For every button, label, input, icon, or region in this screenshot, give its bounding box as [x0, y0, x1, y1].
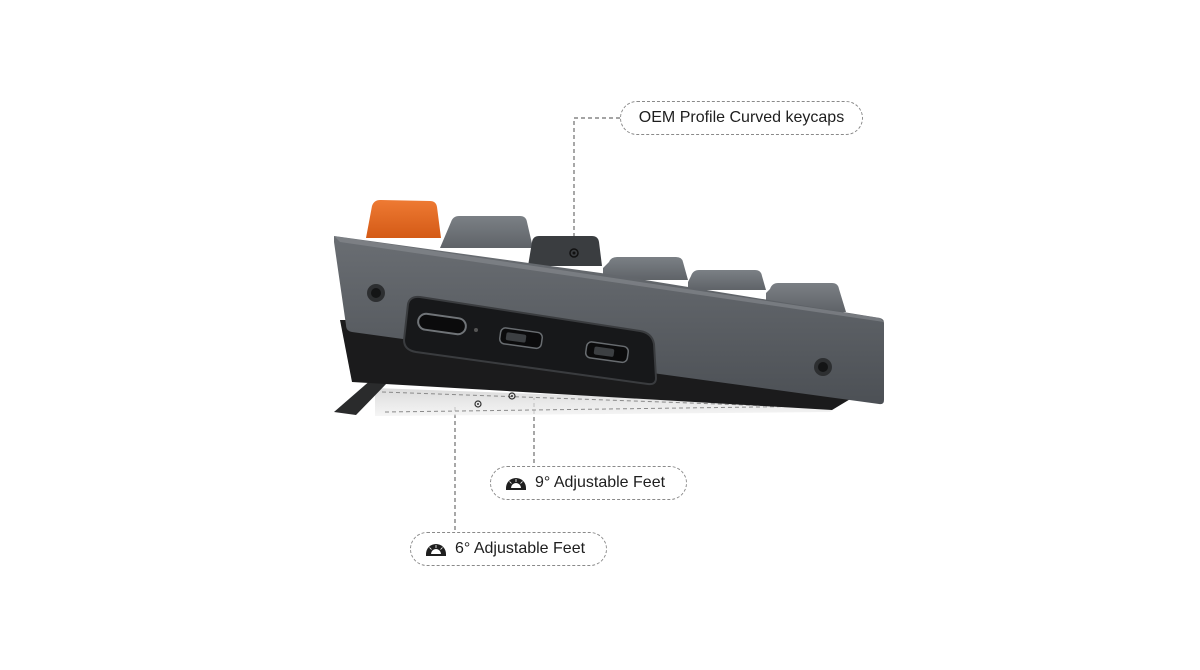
os-switch	[584, 341, 630, 364]
keycaps-callout-label: OEM Profile Curved keycaps	[638, 109, 845, 126]
keycap	[603, 257, 688, 280]
indicator-light	[474, 328, 478, 332]
keycaps-callout: OEM Profile Curved keycaps	[620, 101, 863, 135]
escape-keycap	[366, 200, 441, 238]
keycap	[440, 216, 533, 248]
leader-marker	[508, 392, 516, 400]
feet-9-callout-label: 9° Adjustable Feet	[535, 474, 666, 491]
usb-c-port	[417, 312, 467, 336]
screw-icon	[814, 358, 832, 376]
feet-6-callout-label: 6° Adjustable Feet	[455, 540, 586, 557]
keyboard-side-frame	[334, 236, 884, 405]
screw-icon	[367, 284, 385, 302]
protractor-icon	[505, 475, 527, 491]
keycaps	[366, 200, 846, 312]
leader-marker	[474, 400, 482, 408]
keycap	[688, 270, 766, 290]
profile-keycap	[528, 236, 602, 266]
feet-6-callout: 6° Adjustable Feet	[410, 532, 607, 566]
mode-switch	[498, 327, 544, 350]
leader-marker	[569, 248, 579, 258]
feet-shadow	[375, 388, 840, 416]
protractor-icon	[425, 541, 447, 557]
adjustable-foot	[334, 379, 388, 415]
frame-top-edge	[334, 236, 884, 322]
feet-9-callout: 9° Adjustable Feet	[490, 466, 687, 500]
